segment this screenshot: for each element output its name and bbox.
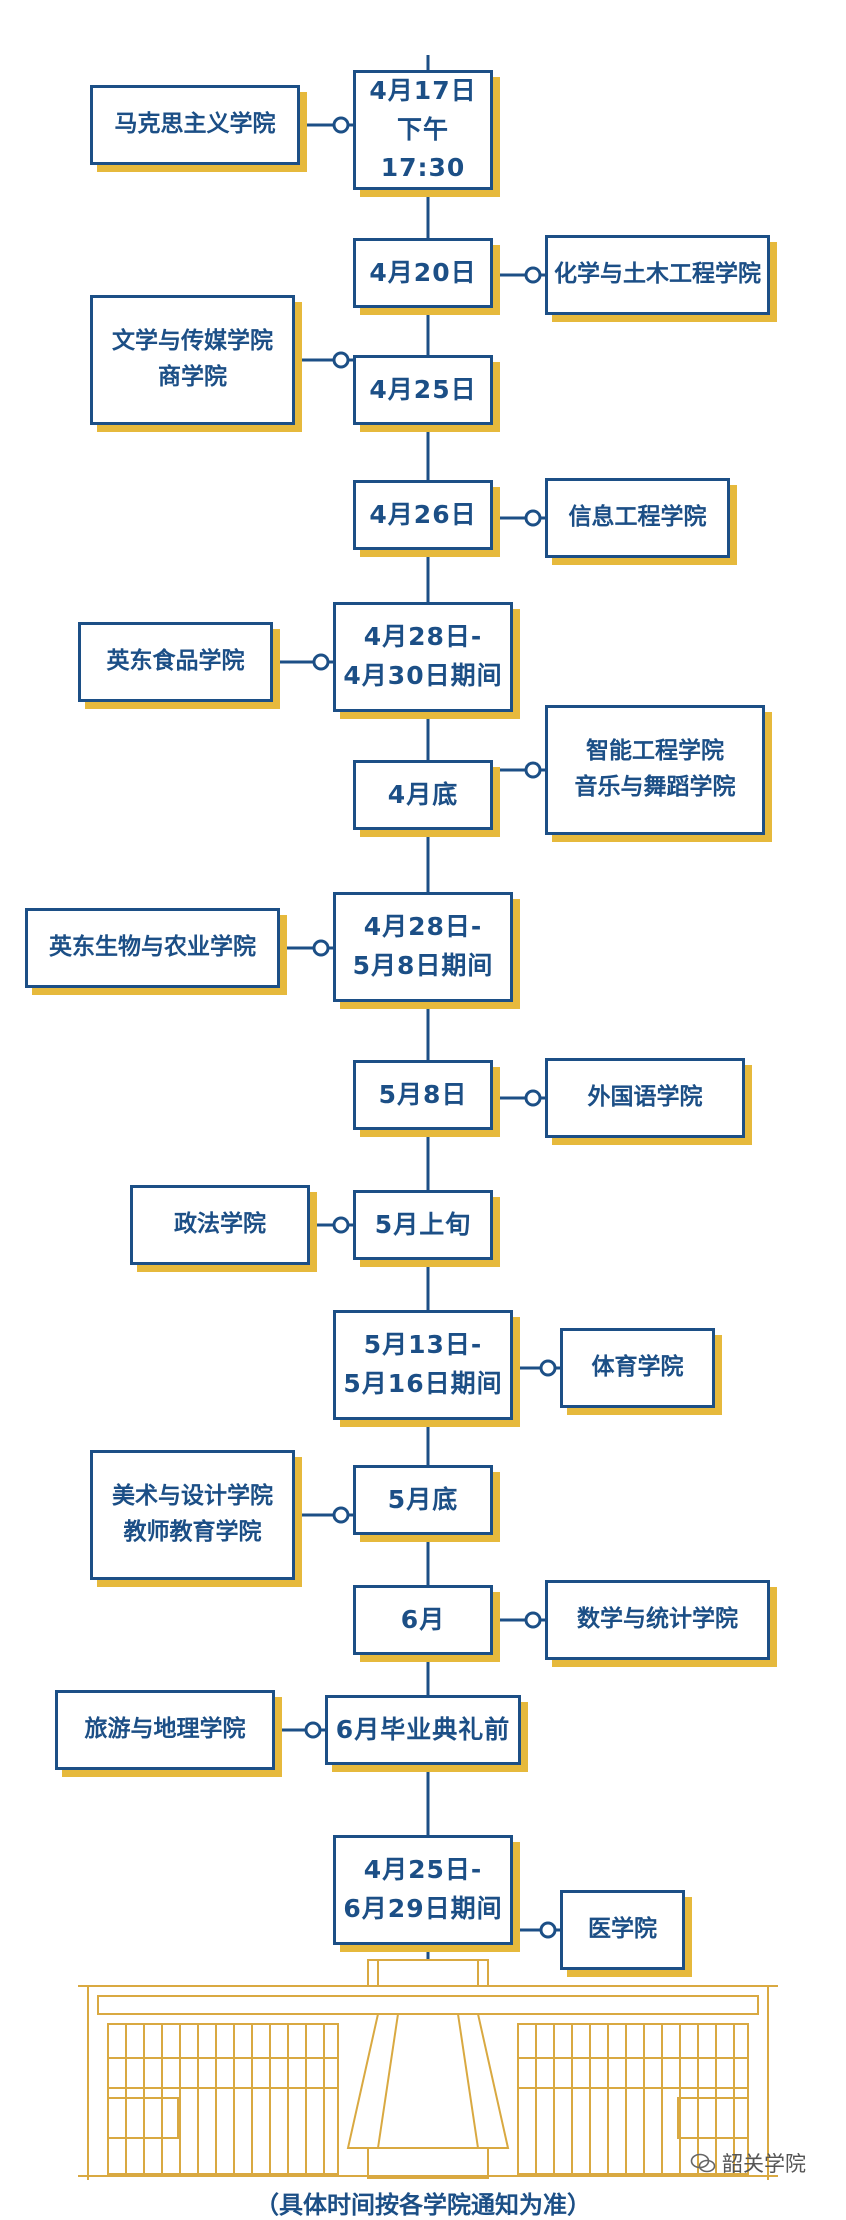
date-label: 6月毕业典礼前 [335, 1714, 511, 1744]
date-label: 4月25日- 6月29日期间 [343, 1855, 503, 1923]
connector-dot [332, 116, 350, 134]
college-box: 外国语学院 [545, 1058, 745, 1138]
date-label: 4月20日 [369, 257, 477, 287]
date-box: 5月上旬 [353, 1190, 493, 1260]
connector-dot [539, 1359, 557, 1377]
college-box: 英东食品学院 [78, 622, 273, 702]
connector-dot [312, 653, 330, 671]
college-label: 医学院 [588, 1916, 657, 1943]
date-box: 6月 [353, 1585, 493, 1655]
date-box: 5月13日- 5月16日期间 [333, 1310, 513, 1420]
date-label: 5月8日 [378, 1079, 468, 1109]
date-label: 6月 [400, 1604, 446, 1634]
college-label: 旅游与地理学院 [84, 1716, 246, 1743]
college-label: 化学与土木工程学院 [554, 261, 761, 288]
date-label: 4月17日 下午17:30 [369, 75, 477, 183]
connector-dot [539, 1921, 557, 1939]
footer-note: （具体时间按各学院通知为准） [255, 2191, 591, 2219]
date-label: 4月26日 [369, 499, 477, 529]
college-box: 政法学院 [130, 1185, 310, 1265]
date-label: 4月28日- 4月30日期间 [343, 622, 503, 690]
college-box: 化学与土木工程学院 [545, 235, 770, 315]
date-label: 5月13日- 5月16日期间 [343, 1330, 503, 1398]
date-box: 5月底 [353, 1465, 493, 1535]
college-label: 智能工程学院 音乐与舞蹈学院 [574, 738, 736, 800]
date-box: 4月25日- 6月29日期间 [333, 1835, 513, 1945]
college-box: 英东生物与农业学院 [25, 908, 280, 988]
connector-dot [524, 509, 542, 527]
college-label: 数学与统计学院 [577, 1606, 738, 1633]
connector-dot [524, 266, 542, 284]
date-label: 5月底 [387, 1484, 459, 1514]
college-label: 美术与设计学院 教师教育学院 [112, 1483, 273, 1545]
college-label: 外国语学院 [587, 1084, 703, 1111]
date-label: 4月28日- 5月8日期间 [352, 912, 494, 980]
college-box: 美术与设计学院 教师教育学院 [90, 1450, 295, 1580]
connectors [273, 116, 560, 1939]
college-box: 旅游与地理学院 [55, 1690, 275, 1770]
date-box: 4月28日- 5月8日期间 [333, 892, 513, 1002]
college-label: 文学与传媒学院 商学院 [112, 328, 273, 390]
college-box: 马克思主义学院 [90, 85, 300, 165]
connector-dot [332, 1216, 350, 1234]
date-box: 4月17日 下午17:30 [353, 70, 493, 190]
date-box: 5月8日 [353, 1060, 493, 1130]
college-label: 政法学院 [174, 1211, 266, 1238]
college-label: 英东食品学院 [106, 648, 245, 675]
connector-dot [312, 939, 330, 957]
wechat-icon [690, 2153, 716, 2173]
college-box: 医学院 [560, 1890, 685, 1970]
college-box: 信息工程学院 [545, 478, 730, 558]
date-box: 4月底 [353, 760, 493, 830]
date-box: 6月毕业典礼前 [325, 1695, 521, 1765]
connector-dot [332, 351, 350, 369]
college-label: 信息工程学院 [568, 504, 707, 531]
college-box: 文学与传媒学院 商学院 [90, 295, 295, 425]
connector-dot [524, 1611, 542, 1629]
watermark: 韶关学院 [690, 2148, 806, 2178]
date-box: 4月26日 [353, 480, 493, 550]
date-box: 4月25日 [353, 355, 493, 425]
college-label: 马克思主义学院 [114, 111, 276, 138]
college-label: 体育学院 [591, 1354, 684, 1381]
connector-dot [524, 761, 542, 779]
date-label: 5月上旬 [374, 1209, 472, 1239]
watermark-text: 韶关学院 [722, 2152, 806, 2176]
date-box: 4月20日 [353, 238, 493, 308]
college-label: 英东生物与农业学院 [49, 934, 256, 961]
college-box: 智能工程学院 音乐与舞蹈学院 [545, 705, 765, 835]
campus-building-illustration [78, 1959, 778, 2180]
college-box: 体育学院 [560, 1328, 715, 1408]
connector-dot [304, 1721, 322, 1739]
date-box: 4月28日- 4月30日期间 [333, 602, 513, 712]
college-box: 数学与统计学院 [545, 1580, 770, 1660]
date-label: 4月底 [387, 779, 459, 809]
date-label: 4月25日 [369, 374, 477, 404]
connector-dot [332, 1506, 350, 1524]
connector-dot [524, 1089, 542, 1107]
